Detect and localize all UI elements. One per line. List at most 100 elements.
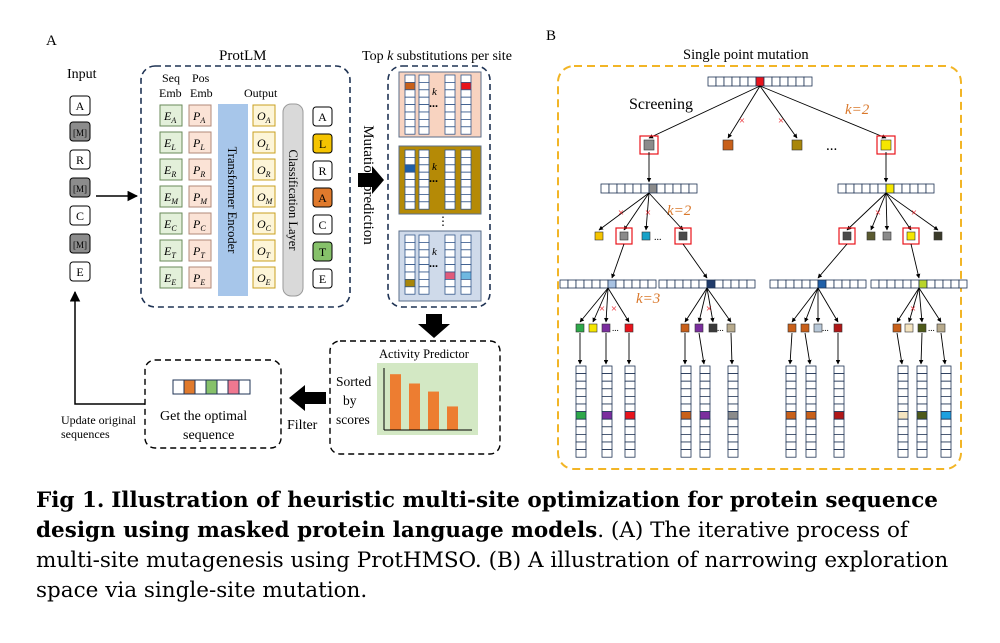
seq-emb-box: [159, 131, 183, 154]
sequence-cell: [958, 279, 968, 289]
sequence-cell: [857, 279, 867, 289]
output-token: OM: [257, 190, 274, 206]
output-token: OT: [257, 244, 271, 260]
sequence-cell: [706, 279, 716, 289]
sequence-cell: [916, 426, 928, 435]
seq-emb-box: [159, 239, 183, 262]
top-k-cell: [404, 89, 416, 98]
sequence-cell: [769, 279, 779, 289]
mutation-square: [624, 323, 634, 333]
sequence-cell: [877, 183, 887, 194]
seq-emb-box: [159, 158, 183, 181]
sequence-cell: [833, 403, 845, 412]
sequence-cell: [624, 380, 636, 390]
sequence-cell: [656, 183, 666, 194]
pruned-mark: ×: [618, 207, 624, 219]
top-k-cell: [460, 256, 472, 266]
output-token-sub: T: [266, 251, 271, 260]
pruned-mark: ×: [778, 115, 784, 127]
sequence-cell: [910, 279, 920, 289]
top-k-cell: [444, 74, 456, 83]
output-token-sub: R: [265, 170, 271, 179]
sequence-cell: [805, 441, 817, 450]
sequence-cell: [747, 76, 757, 87]
tree-edge: [603, 287, 609, 323]
sequence-cell: [803, 76, 813, 87]
tree-edge: [644, 192, 650, 231]
top-k-cell: [404, 201, 416, 210]
output-token-box: [252, 185, 276, 208]
predicted-token: C: [318, 218, 326, 232]
sequence-cell: [785, 411, 797, 420]
top-k-cell: [404, 149, 416, 158]
top-k-ellipsis: ...: [429, 256, 438, 270]
mutation-square: [588, 323, 598, 333]
sequence-cell: [785, 365, 797, 374]
seq-emb: ET: [163, 244, 176, 260]
sequence-cell: [809, 279, 819, 289]
mutation-square: [787, 323, 797, 333]
panel-b: B Single point mutation Screening k=2 k=…: [546, 28, 968, 470]
sequence-cell: [833, 418, 845, 428]
sequence-cell: [599, 279, 609, 289]
output-token-sub: A: [265, 116, 271, 125]
sequence-cell: [805, 373, 817, 382]
top-k-cell: [460, 119, 472, 128]
transformer-encoder-label: Transformer Encoder: [225, 147, 239, 255]
tree-edge: [623, 192, 650, 231]
output-token-base: O: [257, 109, 266, 123]
top-k-columns: k...k...k...: [404, 74, 472, 295]
mutation-square: [880, 139, 892, 151]
seq-emb: ER: [163, 163, 176, 179]
sequence-cell: [601, 418, 613, 428]
sequence-cell: [897, 449, 909, 458]
sequence-cell: [833, 373, 845, 382]
tree-ellipsis: ...: [822, 323, 829, 333]
sequence-cell: [672, 183, 682, 194]
sequence-cell: [699, 403, 711, 412]
optimal-sequence-cell: [238, 379, 251, 395]
caption-label: Fig 1.: [36, 488, 105, 513]
top-k-cell: [404, 278, 416, 288]
tree-edge: [846, 192, 887, 231]
down-arrow: [418, 314, 450, 338]
sequence-cell: [624, 365, 636, 374]
predicted-token: L: [319, 137, 326, 151]
top-k-cell: [418, 82, 430, 91]
top-k-cell: [418, 179, 430, 188]
seq-emb-base: E: [163, 163, 172, 177]
input-token-box: [69, 261, 91, 282]
predicted-token-box: [312, 133, 333, 154]
top-k-cell: [460, 149, 472, 158]
top-k-cell: [444, 179, 456, 188]
pos-emb: PM: [192, 190, 208, 206]
pruned-mark: ×: [739, 115, 745, 127]
tree-edge: [706, 287, 715, 323]
mutation-square: [933, 231, 943, 241]
mutation-square: [601, 323, 611, 333]
sequence-cell: [785, 426, 797, 435]
top-k-cell: [460, 82, 472, 91]
input-token-box: [69, 149, 91, 170]
sequence-cell: [631, 279, 641, 289]
sequence-cell: [940, 365, 952, 374]
top-k-cell: [404, 249, 416, 258]
optimal-sequence-cell: [194, 379, 207, 395]
sequence-cell: [801, 279, 811, 289]
top-k-cell: [418, 89, 430, 98]
sequence-cell: [771, 76, 781, 87]
sequence-cell: [897, 441, 909, 450]
sequence-cell: [680, 441, 692, 450]
top-k-cell: [444, 278, 456, 288]
sequence-cell: [682, 279, 692, 289]
sequence-cell: [833, 426, 845, 435]
sequence-cell: [785, 380, 797, 390]
predicted-token-box: [312, 268, 333, 289]
output-token-box: [252, 158, 276, 181]
sequence-cell: [861, 183, 871, 194]
mutation-square: [936, 323, 946, 333]
top-k-cell: [418, 193, 430, 203]
sequence-cell: [795, 76, 805, 87]
output-label: Output: [244, 86, 278, 100]
sequence-cell: [664, 183, 674, 194]
